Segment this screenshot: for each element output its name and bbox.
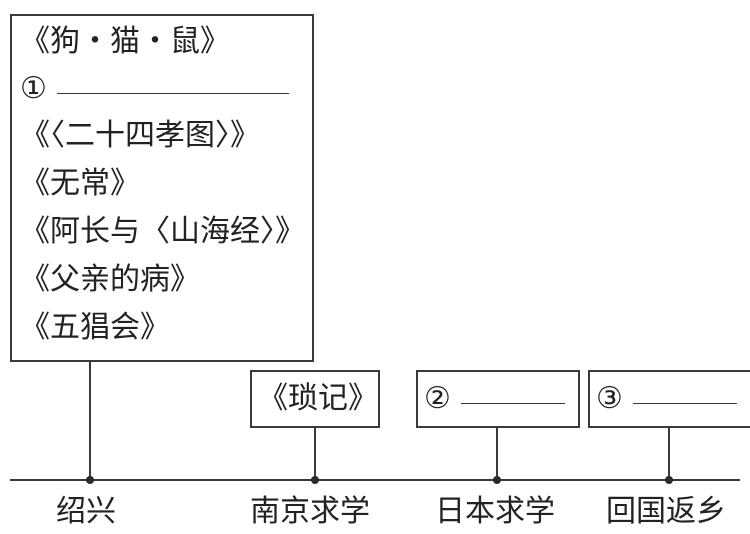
place-label-shaoxing: 绍兴 [56,494,116,529]
work-item: 《阿长与〈山海经〉》 [20,214,305,249]
work-item: 《五猖会》 [20,310,170,345]
shaoxing-works-box: 《狗・猫・鼠》 ① 《〈二十四孝图〉》 《无常》 《阿长与〈山海经〉》 《父亲的… [10,14,314,362]
work-item: 《无常》 [20,166,140,201]
work-item: 《狗・猫・鼠》 [20,24,230,59]
place-label-homecoming: 回国返乡 [606,494,726,529]
timeline-dot [86,476,94,484]
connector-line [496,428,498,480]
timeline-axis [10,479,740,481]
nanjing-work-box: 《琐记》 [250,370,380,428]
place-label-japan: 日本求学 [435,494,555,529]
place-label-nanjing: 南京求学 [250,494,370,529]
work-item: 《琐记》 [258,381,378,416]
connector-line [668,428,670,480]
blank-number: ③ [596,381,623,416]
work-item: 《父亲的病》 [20,262,200,297]
homecoming-work-box: ③ [588,370,750,428]
japan-work-box: ② [416,370,580,428]
connector-line [89,362,91,480]
answer-blank-line [460,403,565,404]
timeline-dot [665,476,673,484]
timeline-dot [493,476,501,484]
answer-blank-line [632,403,737,404]
work-item: 《〈二十四孝图〉》 [20,118,260,153]
answer-blank-line [56,93,289,94]
blank-number: ② [424,381,451,416]
timeline-dot [311,476,319,484]
blank-number: ① [20,71,47,106]
blank-item-1: ① [20,67,289,111]
connector-line [314,428,316,480]
